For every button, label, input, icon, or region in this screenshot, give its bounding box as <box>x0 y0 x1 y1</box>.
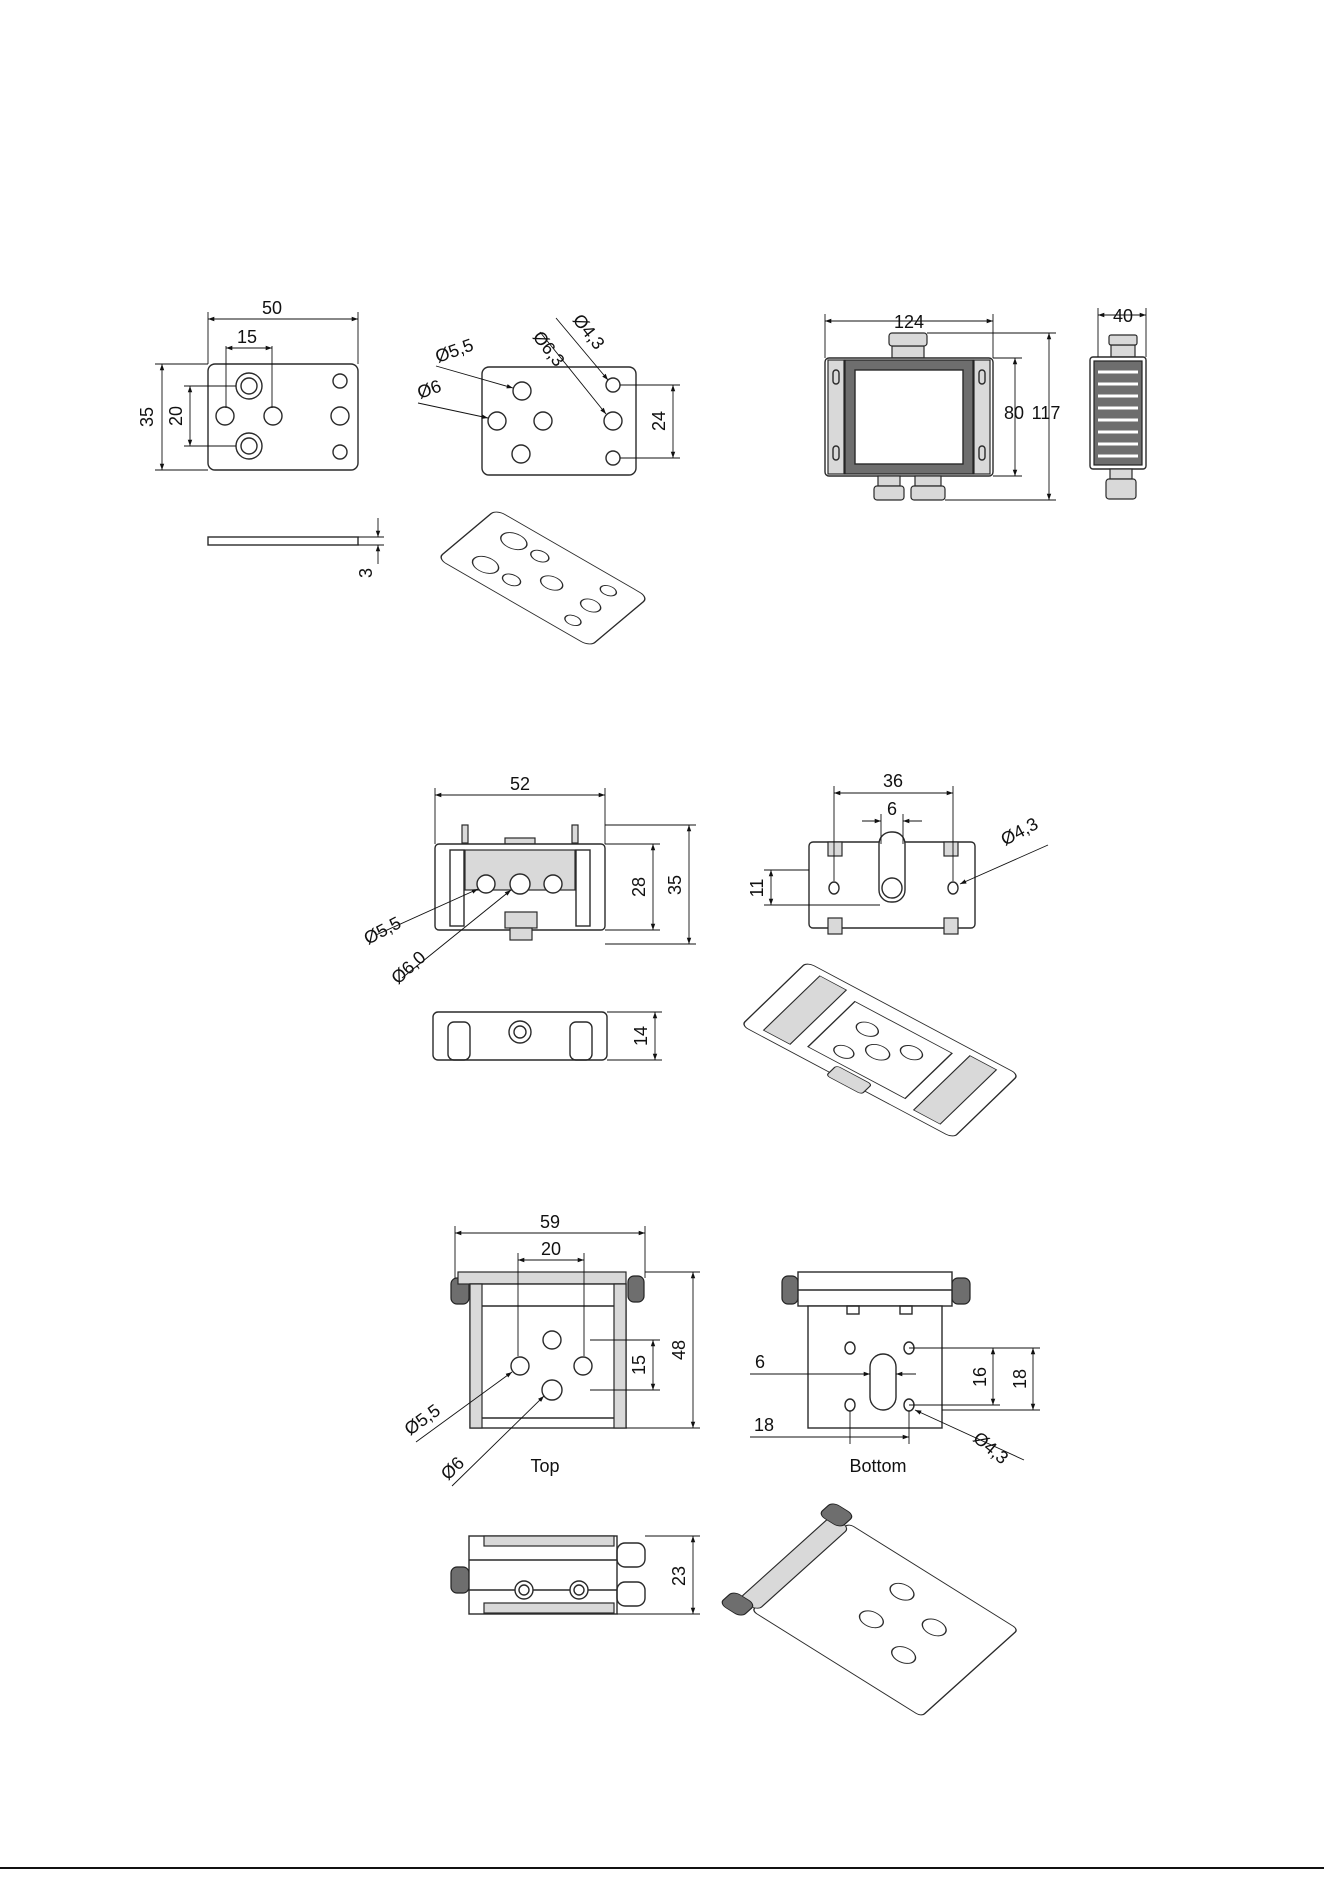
plate-edge-view <box>208 518 384 564</box>
bracket-a-profile-height-label: 14 <box>631 1026 651 1046</box>
bracket-a-hole-spacing-label: 36 <box>883 771 903 791</box>
plate-dia-c-label: Ø6,3 <box>529 327 569 370</box>
enclosure-depth-label: 40 <box>1113 306 1133 326</box>
plate-height-label: 35 <box>137 407 157 427</box>
bracket-b-width-label: 59 <box>540 1212 560 1232</box>
bracket-b-slot-length-label: 16 <box>970 1367 990 1387</box>
bracket-a-bottom-view <box>764 786 1048 934</box>
bracket-a-profile-view <box>433 1012 662 1060</box>
enclosure-width-label: 124 <box>894 312 924 332</box>
plate-dia-d-label: Ø4,3 <box>569 310 609 353</box>
bracket-a-dia-b-label: Ø6,0 <box>387 947 429 988</box>
bracket-b-side-height-label: 23 <box>669 1566 689 1586</box>
bracket-b-dia-c-label: Ø4,3 <box>969 1428 1012 1468</box>
bracket-a-height-label: 35 <box>665 875 685 895</box>
bracket-b-dia-a-label: Ø5,5 <box>401 1400 444 1439</box>
bracket-a-slot-width-label: 6 <box>887 799 897 819</box>
bracket-b-bottom-view <box>750 1272 1040 1460</box>
bracket-b-side-view <box>451 1536 700 1614</box>
enclosure-total-height-label: 117 <box>1032 403 1061 423</box>
bracket-a-width-label: 52 <box>510 774 530 794</box>
bracket-b-hole-spacing-label: 20 <box>541 1239 561 1259</box>
bracket-b-hole-offset-label: 15 <box>629 1355 649 1375</box>
plate-dia-a-label: Ø5,5 <box>433 335 477 367</box>
bracket-b-slot-width-label: 6 <box>755 1352 765 1372</box>
bracket-b-slot-span-label: 18 <box>1010 1369 1030 1389</box>
bracket-b-iso-view <box>719 1502 1026 1725</box>
bracket-b-edge-offset-label: 18 <box>754 1415 774 1435</box>
plate-width-label: 50 <box>262 298 282 318</box>
bracket-a-inner-height-label: 28 <box>629 877 649 897</box>
bracket-b-bottom-caption: Bottom <box>849 1456 906 1476</box>
plate-iso-view <box>437 509 648 646</box>
bracket-b-top-view <box>416 1226 700 1486</box>
bracket-b-top-caption: Top <box>530 1456 559 1476</box>
plate-hole-offset-label: 15 <box>237 327 257 347</box>
bracket-a-dia-a-label: Ø5,5 <box>360 913 404 949</box>
bracket-b-dia-b-label: Ø6 <box>437 1453 468 1484</box>
plate-thickness-label: 3 <box>356 568 376 578</box>
bracket-b-height-label: 48 <box>669 1340 689 1360</box>
plate-slot-spacing-label: 24 <box>649 411 669 431</box>
plate-dia-b-label: Ø6 <box>415 376 444 403</box>
plate-hole-spacing-label: 20 <box>166 406 186 426</box>
bracket-a-iso-view <box>738 962 1019 1141</box>
bracket-a-dia-c-label: Ø4,3 <box>997 814 1041 850</box>
enclosure-side-view <box>1090 308 1146 499</box>
enclosure-body-height-label: 80 <box>1004 403 1024 423</box>
bracket-a-slot-offset-label: 11 <box>747 879 767 898</box>
